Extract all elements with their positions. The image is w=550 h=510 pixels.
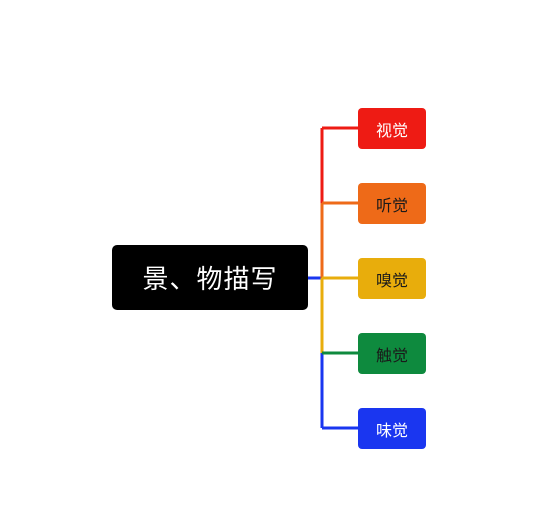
child-node-hearing[interactable]: 听觉: [358, 183, 426, 224]
child-node-smell[interactable]: 嗅觉: [358, 258, 426, 299]
child-node-label: 听觉: [375, 195, 408, 215]
child-node-label: 触觉: [375, 345, 408, 365]
child-node-label: 嗅觉: [375, 270, 408, 290]
root-node-label: 景、物描写: [142, 265, 278, 295]
child-node-touch[interactable]: 触觉: [358, 333, 426, 374]
child-node-sight[interactable]: 视觉: [358, 108, 426, 149]
child-node-label: 视觉: [375, 120, 408, 140]
child-node-label: 味觉: [375, 420, 408, 440]
child-node-taste[interactable]: 味觉: [358, 408, 426, 449]
root-node[interactable]: 景、物描写: [112, 245, 308, 310]
